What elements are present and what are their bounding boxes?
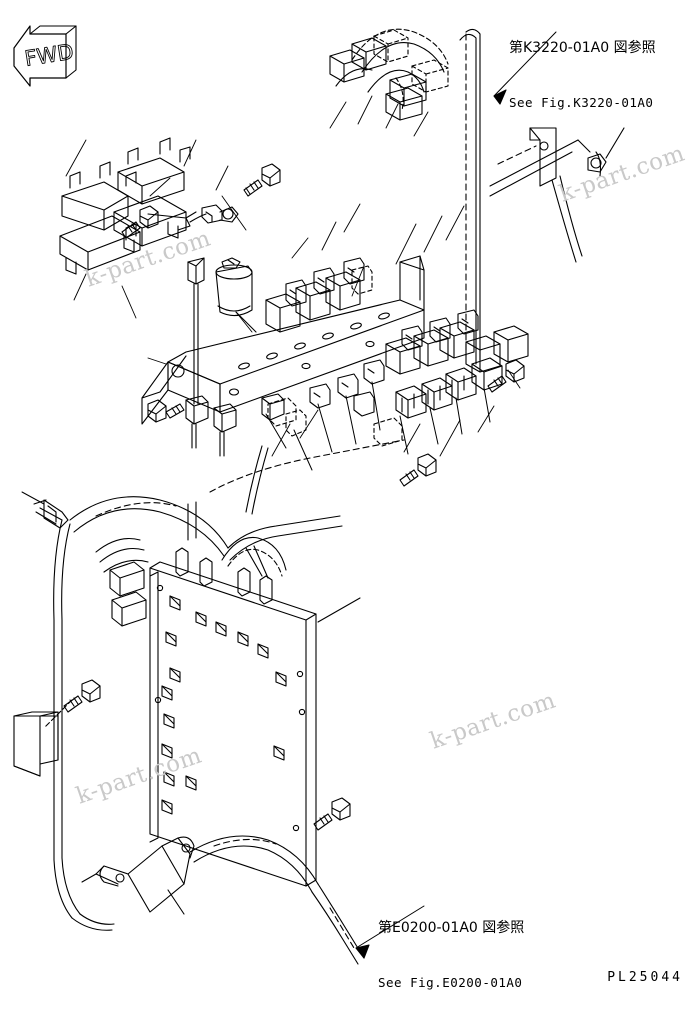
panel-clip — [169, 667, 181, 683]
relay-box — [385, 87, 423, 121]
relay-bank-lower — [385, 309, 529, 419]
panel-clip — [275, 671, 287, 687]
relay-unit — [351, 265, 373, 295]
drawing-sheet: FWD — [13, 2, 689, 990]
harness-junction-box — [95, 836, 195, 915]
relay-unit — [465, 335, 501, 373]
relay-unit — [493, 325, 529, 363]
reference-note-bottom-japanese: 第E0200-01A0 図参照 — [378, 920, 525, 936]
bottom-cable — [189, 835, 365, 965]
relay-unit — [325, 257, 365, 311]
spade-terminal — [363, 359, 385, 385]
spade-terminal — [261, 393, 285, 421]
mounting-rail — [141, 255, 425, 425]
spade-terminal — [285, 409, 307, 437]
reference-note-top-english: See Fig.K3220-01A0 — [509, 95, 654, 110]
leader-arrow-bottom — [355, 905, 425, 959]
main-cable-right — [459, 28, 481, 365]
panel-clip — [161, 685, 173, 701]
relay-unit — [265, 279, 307, 333]
spade-terminal — [309, 383, 331, 409]
terminal-lead-lines — [265, 381, 491, 471]
relay-box — [389, 73, 427, 107]
relay-unit — [445, 367, 477, 401]
left-cable-loop — [21, 491, 81, 919]
panel-clip — [165, 631, 177, 647]
panel-clip — [273, 745, 285, 761]
panel-clip — [195, 611, 207, 627]
leader-arrow-top — [493, 31, 557, 105]
relay-unit — [413, 317, 451, 367]
hex-bolt — [399, 453, 437, 487]
hex-bolt — [63, 679, 101, 713]
panel-clip — [257, 643, 269, 659]
relay-box — [329, 49, 365, 83]
panel-clip — [237, 631, 249, 647]
connector-block — [61, 161, 137, 231]
relay-bank-upper — [265, 257, 373, 333]
harness-routing — [69, 439, 405, 627]
spade-terminal — [337, 373, 359, 399]
relay-box — [411, 59, 449, 93]
hex-bolt — [147, 399, 185, 423]
plate-number: PL25044 — [607, 970, 683, 985]
panel-clip — [215, 621, 227, 637]
mounting-bracket-right — [489, 127, 625, 197]
relay-unit — [295, 267, 335, 321]
bottom-left-cable-end — [71, 873, 115, 931]
hex-bolt — [243, 163, 281, 197]
fwd-arrow-icon: FWD — [13, 25, 77, 87]
line-art-layer: FWD — [13, 25, 625, 965]
connector-block — [117, 137, 191, 205]
mounting-bracket-left-lower — [13, 699, 73, 777]
relay-box — [351, 37, 387, 71]
harness-connector — [111, 591, 147, 627]
reference-note-top-japanese: 第K3220-01A0 図参照 — [509, 40, 656, 56]
connector-block-cluster — [59, 137, 239, 275]
harness-connector — [109, 561, 145, 597]
terminal-spade-tall — [187, 257, 205, 405]
hex-bolt — [487, 359, 525, 393]
relay-unit — [395, 385, 427, 419]
under-rail-detail — [267, 397, 403, 447]
hex-bolt — [313, 797, 351, 831]
relay-unit — [421, 377, 453, 411]
reference-note-bottom-english: See Fig.E0200-01A0 — [378, 975, 523, 990]
spade-terminal — [353, 391, 375, 417]
relay-unit — [439, 309, 479, 359]
relay-unit — [385, 325, 423, 375]
relay-box — [373, 29, 409, 63]
panel-clip — [163, 771, 175, 787]
top-relay-cluster — [329, 28, 449, 121]
panel-clip — [161, 799, 173, 815]
hex-bolt — [121, 205, 159, 239]
flat-panel — [149, 561, 361, 887]
panel-clip — [169, 595, 181, 611]
svg-text:FWD: FWD — [23, 40, 75, 71]
cylindrical-solenoid — [215, 257, 257, 333]
inline-coupler — [147, 204, 239, 231]
spade-terminal-row — [261, 359, 385, 437]
panel-top-tabs — [175, 536, 287, 605]
reference-note-top: 第K3220-01A0 図参照 See Fig.K3220-01A0 — [509, 2, 656, 149]
callout-leaders — [65, 95, 521, 457]
panel-clip — [163, 713, 175, 729]
connector-block — [113, 195, 187, 253]
terminal-spade — [185, 395, 209, 449]
panel-clip — [185, 775, 197, 791]
terminal-spade — [213, 403, 237, 457]
panel-clip — [161, 743, 173, 759]
reference-note-bottom: 第E0200-01A0 図参照 See Fig.E0200-01A0 — [378, 882, 524, 1029]
mounting-bracket-right-lower — [551, 175, 583, 263]
